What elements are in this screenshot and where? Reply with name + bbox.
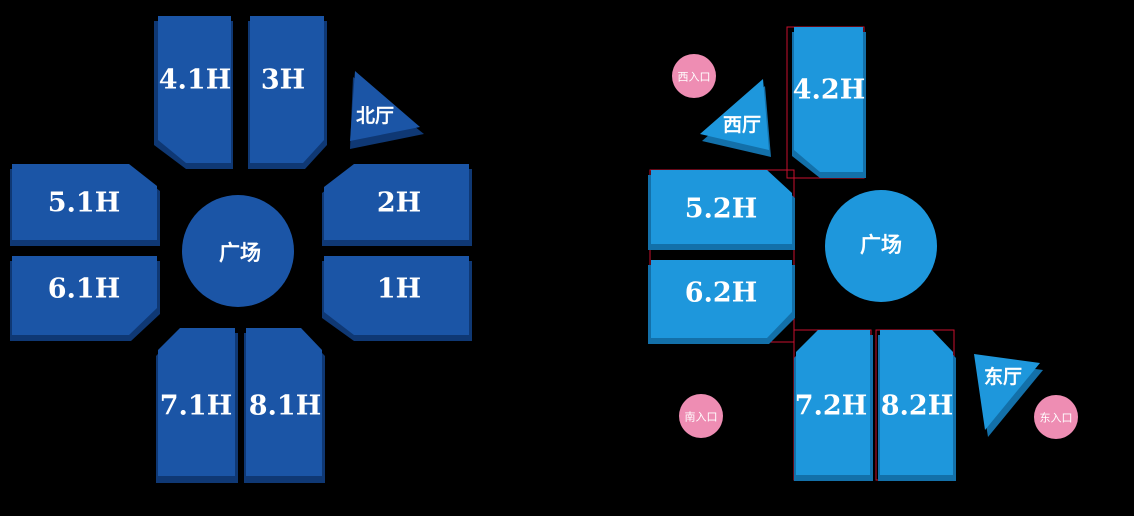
hall-6-1h[interactable]: 6.1H <box>10 256 160 341</box>
hall-7-1h-label: 7.1H <box>160 391 232 422</box>
east-entrance-label: 东入口 <box>1040 412 1073 425</box>
hall-5-1h[interactable]: 5.1H <box>10 164 160 246</box>
hall-6-2h-label: 6.2H <box>685 278 757 309</box>
west-entrance[interactable]: 西入口 <box>672 54 716 98</box>
hall-8-1h-label: 8.1H <box>249 391 321 422</box>
hall-8-2h[interactable]: 8.2H <box>878 330 956 481</box>
plaza-phase1[interactable]: 广场 <box>182 195 294 307</box>
hall-6-1h-label: 6.1H <box>48 274 120 305</box>
hall-8-1h[interactable]: 8.1H <box>244 328 325 483</box>
hall-8-2h-label: 8.2H <box>881 391 953 422</box>
hall-4-1h[interactable]: 4.1H <box>154 16 233 169</box>
hall-7-2h-label: 7.2H <box>795 391 867 422</box>
plaza-phase1-label: 广场 <box>219 241 261 265</box>
north-hall[interactable]: 北厅 <box>350 71 424 149</box>
phase2-cluster: 西入口 西厅 4.2H 5.2H 6.2H 广场 <box>648 26 1078 481</box>
hall-4-2h[interactable]: 4.2H <box>792 27 866 178</box>
north-hall-label: 北厅 <box>356 105 394 127</box>
hall-3h[interactable]: 3H <box>248 16 327 169</box>
west-hall-label: 西厅 <box>723 114 761 136</box>
phase1-cluster: 4.1H 3H 北厅 5.1H 2H 6 <box>10 16 472 483</box>
hall-4-1h-label: 4.1H <box>159 65 231 96</box>
hall-1h-label: 1H <box>377 274 421 305</box>
west-hall[interactable]: 西厅 <box>700 79 771 157</box>
east-entrance[interactable]: 东入口 <box>1034 395 1078 439</box>
west-entrance-label: 西入口 <box>678 71 711 84</box>
south-entrance[interactable]: 南入口 <box>679 394 723 438</box>
hall-4-2h-label: 4.2H <box>793 75 865 106</box>
hall-2h-label: 2H <box>377 188 421 219</box>
hall-5-2h-label: 5.2H <box>685 194 757 225</box>
hall-5-2h[interactable]: 5.2H <box>648 170 795 250</box>
plaza-phase2-label: 广场 <box>860 233 902 257</box>
hall-1h[interactable]: 1H <box>322 256 472 341</box>
hall-6-2h[interactable]: 6.2H <box>648 260 795 344</box>
east-hall[interactable]: 东厅 <box>974 354 1043 437</box>
hall-7-1h[interactable]: 7.1H <box>156 328 238 483</box>
east-hall-label: 东厅 <box>984 365 1022 388</box>
hall-3h-label: 3H <box>261 65 305 96</box>
plaza-phase2[interactable]: 广场 <box>825 190 937 302</box>
hall-7-2h[interactable]: 7.2H <box>794 330 873 481</box>
south-entrance-label: 南入口 <box>685 411 718 424</box>
hall-5-1h-label: 5.1H <box>48 188 120 219</box>
hall-2h[interactable]: 2H <box>322 164 472 246</box>
